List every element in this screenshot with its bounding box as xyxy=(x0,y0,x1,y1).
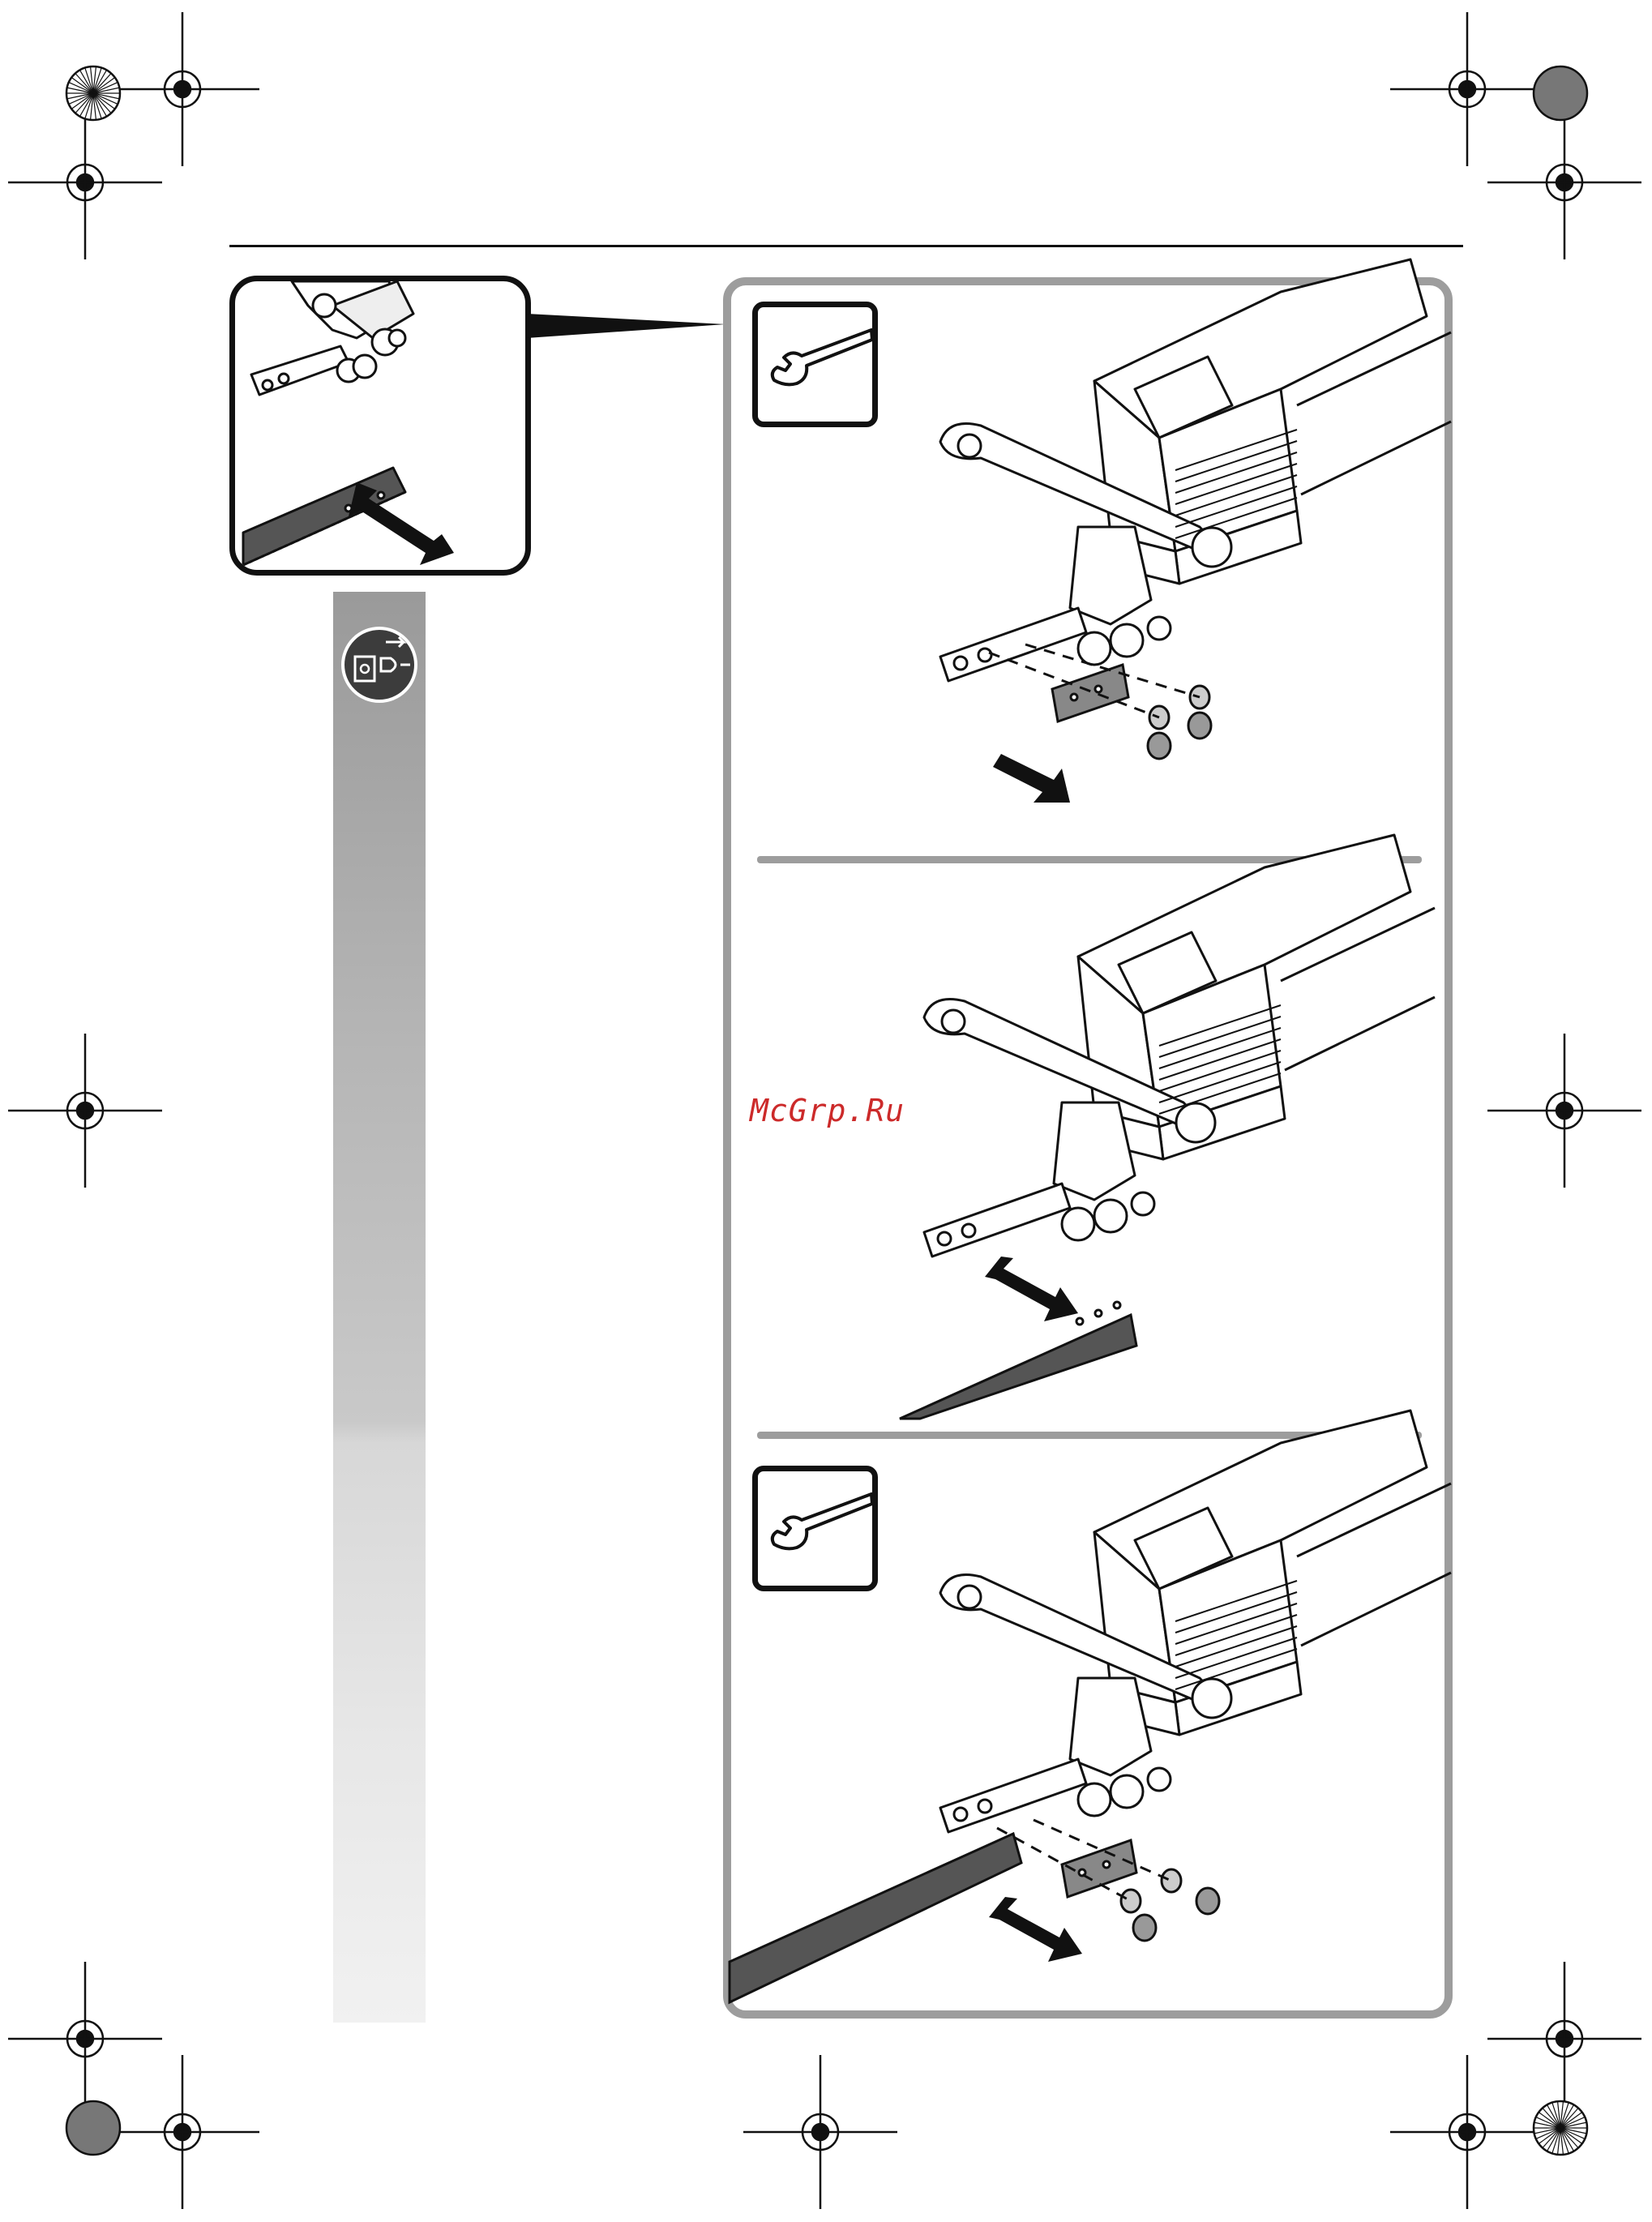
clamp-pin-1 xyxy=(954,657,967,670)
registration-lines xyxy=(743,2055,897,2209)
watermark: McGrp.Ru xyxy=(750,1093,905,1128)
registration-lines xyxy=(8,105,162,259)
registration-lines xyxy=(8,1962,162,2116)
handle-knob xyxy=(942,1010,965,1033)
clamp-pin-1 xyxy=(938,1232,951,1245)
arrow-in-icon xyxy=(985,1257,1078,1321)
registration-lines xyxy=(1487,105,1641,259)
blade-holder-body xyxy=(1054,1102,1135,1200)
registration-wheel xyxy=(66,2101,120,2155)
arrow-out-icon xyxy=(993,754,1070,803)
blade-holder-body xyxy=(1070,1678,1151,1775)
registration-lines xyxy=(1487,1962,1641,2116)
step-illustration-1 xyxy=(892,284,1451,843)
wrench-icon xyxy=(758,307,872,422)
wrench-badge-1 xyxy=(752,302,878,427)
clamp-plate xyxy=(1052,665,1128,721)
step-illustration-3 xyxy=(892,1435,1451,2002)
registration-lines xyxy=(1487,1034,1641,1188)
blade-holder-body xyxy=(1070,527,1151,624)
wrench-icon xyxy=(758,1471,872,1586)
registration-wheel xyxy=(1534,66,1587,120)
registration-lines xyxy=(105,12,259,166)
clamp-pin-2 xyxy=(962,1224,975,1237)
clamp-pin-2 xyxy=(978,649,991,661)
registration-lines xyxy=(1390,2055,1544,2209)
registration-lines xyxy=(105,2055,259,2209)
wrench-badge-3 xyxy=(752,1466,878,1591)
roller-3 xyxy=(1148,1768,1171,1791)
zoom-illustration xyxy=(235,281,531,576)
saw-blade xyxy=(900,1302,1136,1419)
registration-lines xyxy=(8,1034,162,1188)
handle-bolt xyxy=(1176,1103,1215,1142)
side-strip xyxy=(333,592,426,2023)
unplug-mains-icon xyxy=(340,626,418,704)
clamp-pin-1 xyxy=(954,1808,967,1821)
roller-2 xyxy=(1111,624,1143,657)
roller-3 xyxy=(1148,617,1171,640)
registration-lines xyxy=(1390,12,1544,166)
roller-1 xyxy=(1062,1208,1094,1240)
zoom-inset xyxy=(229,276,531,576)
clamp-pin-2 xyxy=(978,1800,991,1813)
handle-knob xyxy=(958,1586,981,1608)
handle-knob xyxy=(958,435,981,457)
callout-wedge xyxy=(527,304,730,345)
step-illustration-2 xyxy=(875,859,1451,1419)
arrow-in-icon xyxy=(989,1897,1082,1962)
handle-bolt xyxy=(1192,1679,1231,1718)
roller-1 xyxy=(1078,1783,1111,1816)
handle-bolt xyxy=(1192,528,1231,567)
roller-3 xyxy=(1132,1192,1154,1215)
roller-2 xyxy=(1111,1775,1143,1808)
roller-1 xyxy=(1078,632,1111,665)
roller-2 xyxy=(1094,1200,1127,1232)
